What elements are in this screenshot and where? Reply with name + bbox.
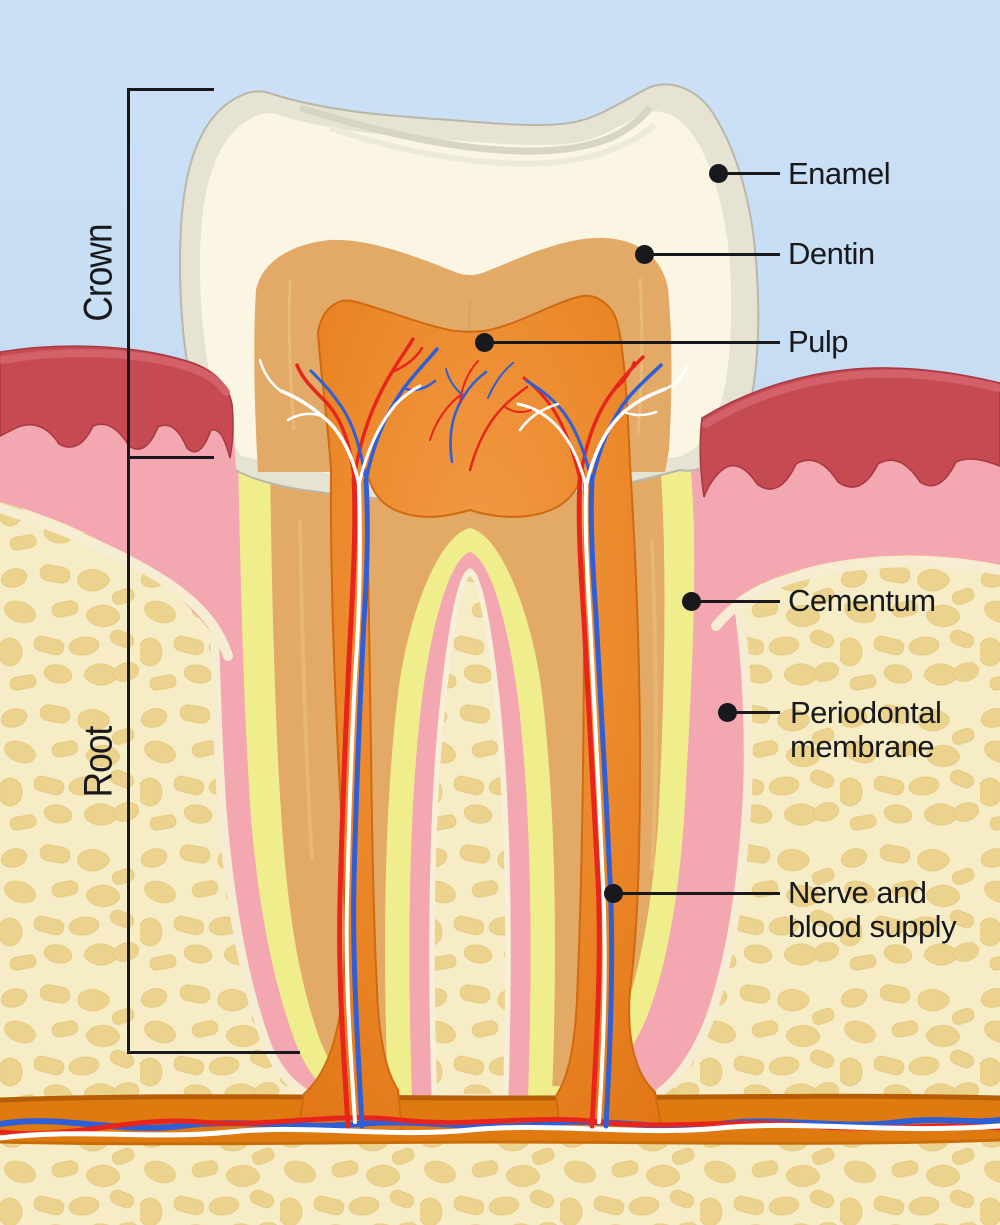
nerve-label: Nerve and blood supply — [788, 875, 957, 944]
pulp-layer — [296, 294, 664, 1131]
cementum-leader-line — [699, 600, 780, 603]
pulp-leader-line — [492, 341, 780, 344]
root-bracket-label: Root — [76, 726, 121, 798]
gum-left — [0, 345, 236, 661]
dentin-label: Dentin — [788, 236, 875, 271]
enamel-leader-line — [726, 172, 780, 175]
pulp-label: Pulp — [788, 324, 849, 359]
furcation-rings — [385, 528, 555, 1100]
crown-root-bracket-vertical — [127, 88, 130, 1054]
dentin-leader-line — [652, 253, 780, 256]
nerve-blood-vessels — [0, 337, 1000, 1141]
dentin-callout-dot — [635, 245, 654, 264]
crown-bracket-top-tick — [127, 88, 214, 91]
cementum-callout-dot — [682, 592, 701, 611]
gum-right — [698, 367, 1000, 652]
periodontal-callout-dot — [718, 703, 737, 722]
cementum-label: Cementum — [788, 583, 936, 618]
nerve-leader-line — [621, 892, 780, 895]
nerve-callout-dot — [604, 884, 623, 903]
pulp-callout-dot — [475, 333, 494, 352]
enamel-callout-dot — [709, 164, 728, 183]
enamel-label: Enamel — [788, 156, 891, 191]
periodontal-leader-line — [735, 711, 780, 714]
crown-root-bracket-mid-tick — [127, 456, 214, 459]
crown-bracket-label: Crown — [76, 224, 121, 322]
periodontal-label: Periodontal membrane — [790, 695, 942, 764]
root-bracket-bottom-tick — [127, 1051, 300, 1054]
